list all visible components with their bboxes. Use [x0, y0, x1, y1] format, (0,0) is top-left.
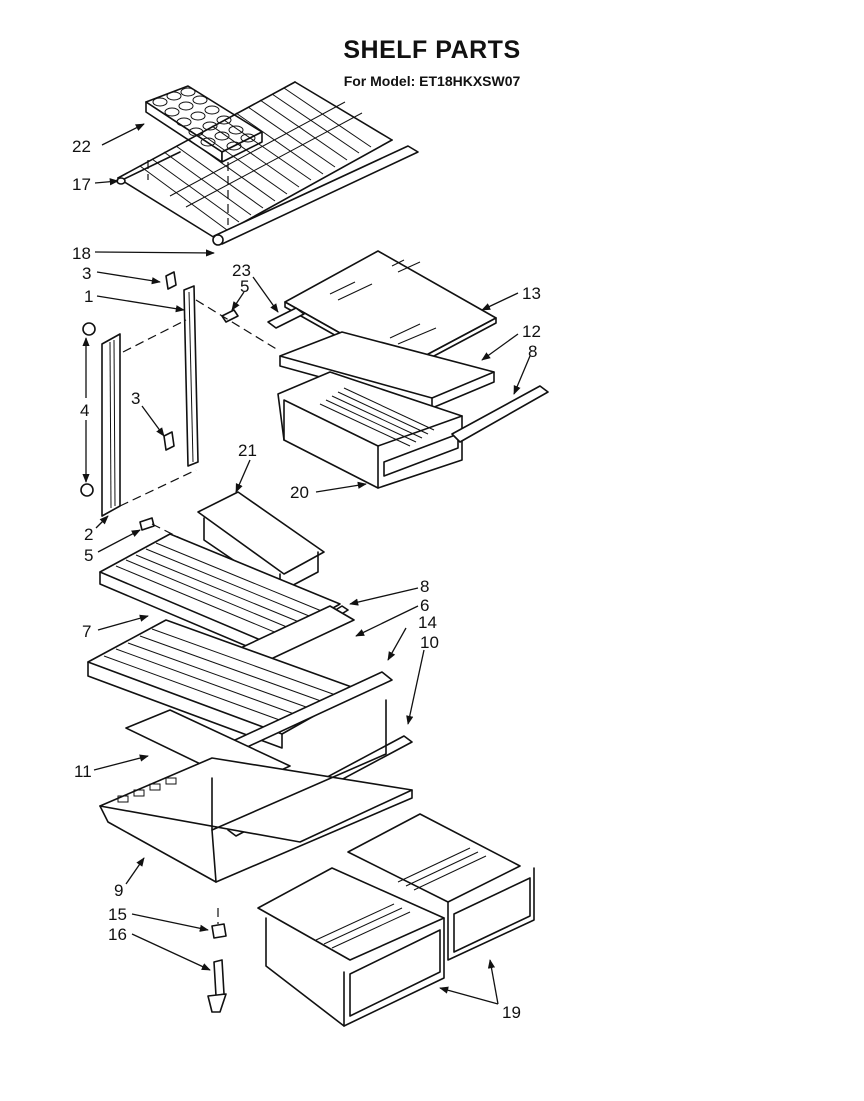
callout-16: 16 [108, 925, 127, 944]
cap-part-4-bottom [80, 483, 94, 497]
callout-7: 7 [82, 622, 91, 641]
callout-9: 9 [114, 881, 123, 900]
callout-14: 14 [418, 613, 437, 632]
crisper-drawer-right-part-19 [347, 813, 535, 961]
callout-23: 23 [232, 261, 251, 280]
trim-part-8-top [451, 385, 549, 443]
leveler-part-16 [207, 959, 227, 1013]
rail-part-2 [101, 333, 121, 517]
clip-part-3-lower [163, 431, 175, 451]
callout-6: 6 [420, 596, 429, 615]
freezer-wire-shelf [117, 81, 393, 239]
shelf-part-7 [99, 533, 341, 657]
callout-20: 20 [290, 483, 309, 502]
callout-17: 17 [72, 175, 91, 194]
leveler-part-15 [211, 923, 227, 939]
callout-3-top: 3 [82, 264, 91, 283]
callout-8-top: 8 [528, 342, 537, 361]
callout-18: 18 [72, 244, 91, 263]
clip-part-3-top [165, 271, 177, 290]
drawer-part-20 [277, 371, 463, 489]
pin-part-5-top [221, 309, 239, 323]
pin-part-5-bottom [139, 517, 155, 531]
callout-19: 19 [502, 1003, 521, 1022]
rod-end-part-17 [116, 177, 126, 185]
crisper-drawer-left-part-19 [257, 867, 445, 1027]
cap-part-4-top [82, 322, 96, 336]
shelf-support-part-23 [267, 307, 305, 329]
callout-11: 11 [74, 762, 92, 781]
model-subtitle: For Model: ET18HKXSW07 [343, 73, 521, 89]
callout-2: 2 [84, 525, 93, 544]
mount-line-a [122, 319, 187, 353]
mount-line-b [195, 299, 279, 351]
callout-22: 22 [72, 137, 91, 156]
page-title: SHELF PARTS [343, 36, 521, 64]
callout-10: 10 [420, 633, 439, 652]
leader-lines [82, 123, 531, 1005]
callout-4: 4 [80, 401, 89, 420]
callout-12: 12 [522, 322, 541, 341]
crisper-frame-part-9 [99, 699, 413, 883]
callout-15: 15 [108, 905, 127, 924]
mount-line-c [119, 469, 197, 507]
callout-5-top: 5 [240, 277, 249, 296]
rail-part-1 [183, 285, 199, 467]
callout-labels: 22 17 18 23 3 5 1 13 12 8 4 3 21 20 2 5 … [72, 137, 541, 1022]
rod-part-17 [119, 151, 181, 182]
callout-21: 21 [238, 441, 257, 460]
callout-1: 1 [84, 287, 93, 306]
callout-8-middle: 8 [420, 577, 429, 596]
callout-13: 13 [522, 284, 541, 303]
shelf-trim-part-18 [212, 145, 419, 246]
callout-5-bottom: 5 [84, 546, 93, 565]
callout-3-lower: 3 [131, 389, 140, 408]
